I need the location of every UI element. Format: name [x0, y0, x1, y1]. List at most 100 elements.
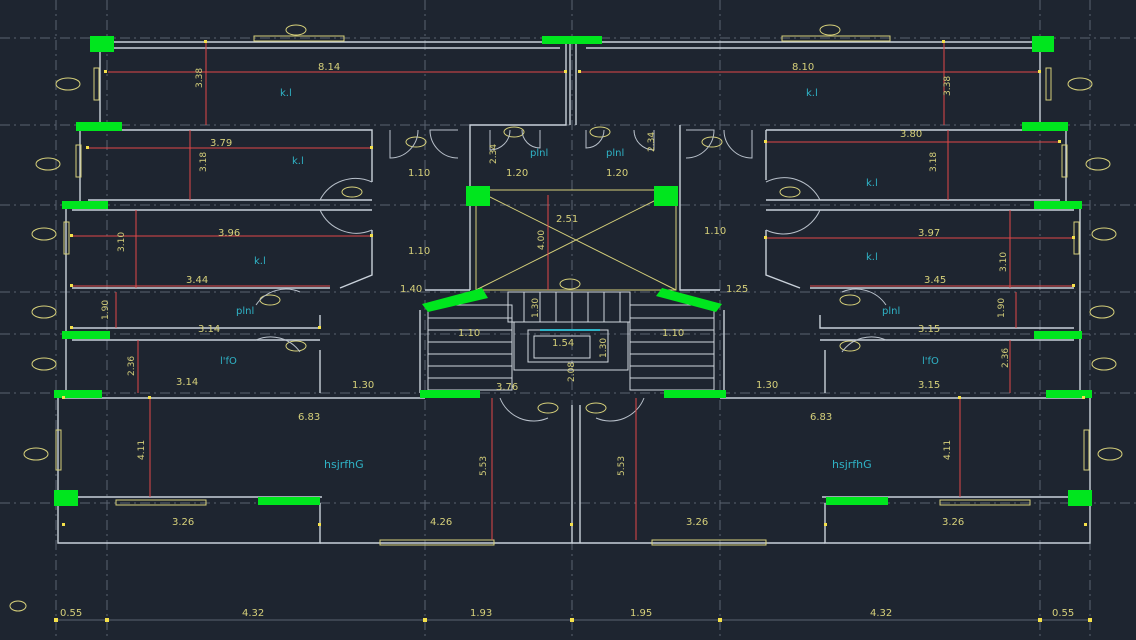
dimension-ticks	[62, 40, 1087, 526]
room-label-bath: plnl	[530, 148, 548, 159]
column	[54, 490, 78, 506]
room-label-kitchen: k.l	[866, 252, 878, 263]
dim-text: 1.90	[997, 298, 1007, 318]
room-label-hall: hsjrfhG	[324, 458, 364, 471]
dim-text: 3.26	[942, 517, 964, 528]
dim-text: 8.10	[792, 62, 814, 73]
dim-text: 2.36	[1001, 348, 1011, 368]
dim-text: 3.26	[686, 517, 708, 528]
column	[54, 390, 102, 398]
dim-text: 1.30	[352, 380, 374, 391]
dim-text: 1.30	[599, 338, 609, 358]
dim-text: 3.15	[918, 380, 940, 391]
room-labels: k.l k.l k.l k.l k.l k.l plnl plnl plnl p…	[220, 88, 939, 471]
grid-bubbles	[9, 24, 1123, 612]
dim-text: 1.30	[756, 380, 778, 391]
column	[466, 186, 490, 206]
grid-dim-text: 0.55	[1052, 608, 1074, 619]
column	[826, 497, 888, 505]
grid-dim-text: 1.95	[630, 608, 652, 619]
column	[1022, 122, 1068, 131]
dim-text: 3.45	[924, 275, 946, 286]
dim-text: 1.54	[552, 338, 574, 349]
dim-text: 3.79	[210, 138, 232, 149]
dim-text: 3.38	[943, 76, 953, 96]
column	[258, 497, 320, 505]
dim-text: 4.26	[430, 517, 452, 528]
dim-text: 3.38	[195, 68, 205, 88]
room-label-hall: hsjrfhG	[832, 458, 872, 471]
room-label-bath: plnl	[236, 306, 254, 317]
column	[656, 288, 722, 312]
dim-text: 1.30	[531, 298, 541, 318]
dim-text: 3.76	[496, 382, 518, 393]
dim-text: 1.20	[506, 168, 528, 179]
dim-text: 3.10	[999, 252, 1009, 272]
column	[62, 201, 108, 209]
dim-text: 1.25	[726, 284, 748, 295]
dim-text: 5.53	[479, 456, 489, 476]
structural-columns	[54, 36, 1092, 506]
column	[1046, 390, 1092, 398]
dim-text: 6.83	[810, 412, 832, 423]
dim-text: 3.14	[176, 377, 198, 388]
dim-text: 3.96	[218, 228, 240, 239]
grid-dim-text: 4.32	[870, 608, 892, 619]
column	[1068, 490, 1092, 506]
column	[1034, 201, 1082, 209]
dim-text: 3.44	[186, 275, 208, 286]
dim-text: 1.20	[606, 168, 628, 179]
column	[422, 288, 488, 312]
dim-text: 8.14	[318, 62, 340, 73]
dim-text: 3.10	[117, 232, 127, 252]
dimension-lines	[72, 42, 1074, 540]
dim-text: 2.08	[567, 362, 577, 382]
dim-text: 3.26	[172, 517, 194, 528]
dim-text: 1.10	[408, 168, 430, 179]
room-label-kitchen: k.l	[866, 178, 878, 189]
dim-text: 5.53	[617, 456, 627, 476]
dim-text: 6.83	[298, 412, 320, 423]
dim-text: 3.97	[918, 228, 940, 239]
room-label-bath: plnl	[882, 306, 900, 317]
dim-text: 1.90	[101, 300, 111, 320]
column	[90, 36, 114, 52]
room-label-shaft: l'fO	[220, 356, 237, 367]
column	[76, 122, 122, 131]
grid-dimension-row: 0.55 4.32 1.93 1.95 4.32 0.55	[54, 608, 1092, 622]
windows	[55, 35, 1090, 546]
dimension-text: 8.14 8.10 3.79 3.80 1.10 1.20 1.20 2.51 …	[172, 62, 964, 528]
dim-text: 4.00	[537, 230, 547, 250]
dim-text: 4.11	[137, 440, 147, 460]
dim-text: 1.10	[662, 328, 684, 339]
column	[1034, 331, 1082, 339]
column	[420, 390, 480, 398]
column	[1032, 36, 1054, 52]
dim-text: 3.18	[929, 152, 939, 172]
dim-text: 2.51	[556, 214, 578, 225]
shaft-void	[475, 189, 677, 291]
column	[62, 331, 110, 339]
room-label-kitchen: k.l	[806, 88, 818, 99]
grid-dim-text: 4.32	[242, 608, 264, 619]
room-label-kitchen: k.l	[280, 88, 292, 99]
dim-text: 3.14	[198, 324, 220, 335]
doors	[255, 129, 887, 422]
vertical-dimension-text: 3.38 3.38 3.18 3.18 2.34 2.34 4.00 3.10 …	[101, 68, 1011, 476]
dim-text: 1.40	[400, 284, 422, 295]
dim-text: 1.10	[704, 226, 726, 237]
dim-text: 2.36	[127, 356, 137, 376]
dim-text: 3.18	[199, 152, 209, 172]
dim-text: 2.34	[489, 144, 499, 164]
room-label-bath: plnl	[606, 148, 624, 159]
room-label-kitchen: k.l	[292, 156, 304, 167]
dim-text: 1.10	[458, 328, 480, 339]
column	[654, 186, 678, 206]
room-label-kitchen: k.l	[254, 256, 266, 267]
room-label-shaft: l'fO	[922, 356, 939, 367]
grid-dim-text: 1.93	[470, 608, 492, 619]
column	[542, 36, 602, 44]
